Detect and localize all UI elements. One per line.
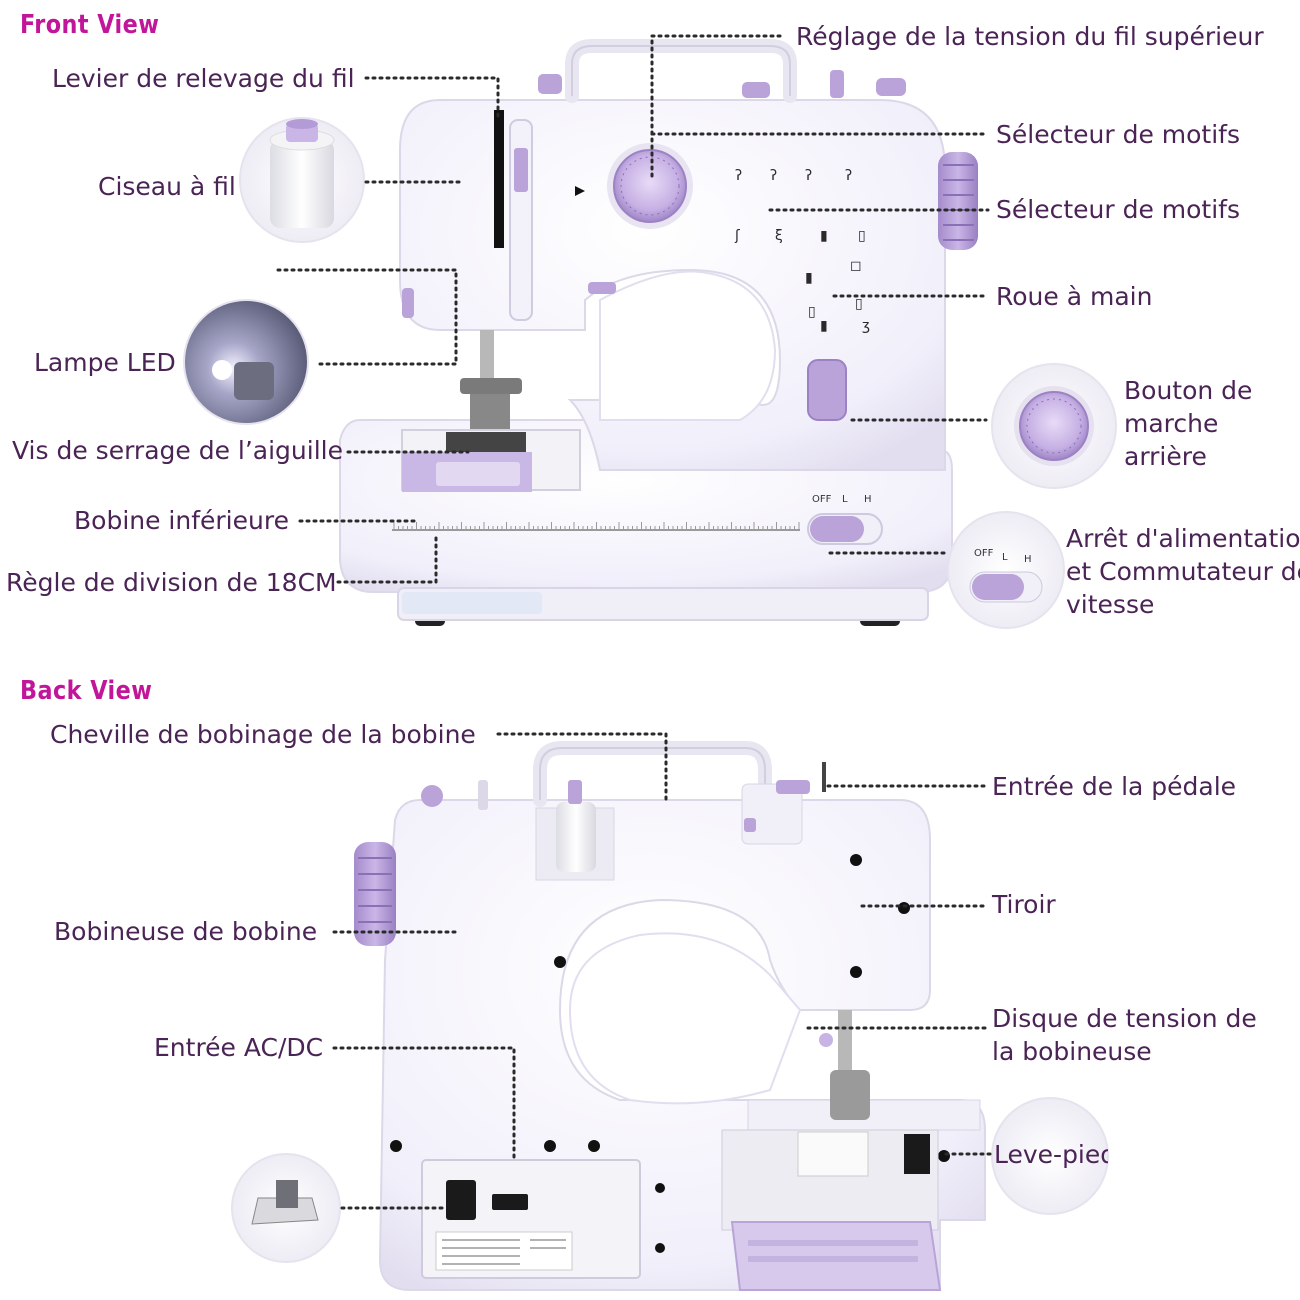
svg-text:ʔ: ʔ bbox=[845, 168, 852, 184]
svg-text:ξ: ξ bbox=[775, 228, 783, 244]
label-pedal-input: Entrée de la pédale bbox=[992, 772, 1237, 801]
label-18cm-ruler: Règle de division de 18CM bbox=[6, 568, 337, 597]
svg-text:ʔ: ʔ bbox=[770, 168, 777, 184]
svg-text:▮: ▮ bbox=[820, 318, 828, 334]
reverse-button-inset bbox=[991, 363, 1117, 489]
label-thread-cutter: Ciseau à fil bbox=[98, 172, 236, 201]
switch-off-mark: OFF bbox=[812, 494, 832, 505]
svg-text:▮: ▮ bbox=[820, 228, 828, 244]
switch-off-mark-inset: OFF bbox=[974, 548, 994, 559]
label-upper-thread-tension: Réglage de la tension du fil supérieur bbox=[796, 22, 1264, 51]
label-bobbin-winder: Bobineuse de bobine bbox=[54, 917, 318, 946]
label-pattern-selector-2: Sélecteur de motifs bbox=[996, 195, 1240, 224]
svg-text:▯: ▯ bbox=[858, 228, 866, 244]
label-ac-dc-input: Entrée AC/DC bbox=[154, 1033, 324, 1062]
front-view-title: Front View bbox=[20, 10, 160, 40]
svg-text:ʔ: ʔ bbox=[805, 168, 812, 184]
power-switch-inset: OFF L H bbox=[947, 511, 1065, 629]
back-machine bbox=[354, 741, 986, 1291]
label-power-speed-switch: Arrêt d'alimentation et Commutateur de v… bbox=[1066, 524, 1300, 619]
front-leader-lines bbox=[276, 34, 990, 584]
label-hand-wheel: Roue à main bbox=[996, 282, 1153, 311]
switch-low-mark: L bbox=[842, 494, 848, 505]
label-winder-tension-disc: Disque de tension de la bobineuse bbox=[992, 1004, 1257, 1066]
label-needle-clamp-screw: Vis de serrage de l’aiguille bbox=[12, 436, 343, 465]
thread-spool-inset bbox=[239, 117, 365, 243]
svg-text:▮: ▮ bbox=[805, 270, 813, 286]
label-spool-pin: Cheville de bobinage de la bobine bbox=[50, 720, 476, 749]
svg-text:▯: ▯ bbox=[808, 304, 816, 320]
svg-text:ʔ: ʔ bbox=[735, 168, 742, 184]
svg-text:◻: ◻ bbox=[850, 258, 862, 274]
label-thread-take-up-lever: Levier de relevage du fil bbox=[52, 64, 355, 93]
svg-text:ʃ: ʃ bbox=[734, 228, 740, 244]
back-view-title: Back View bbox=[20, 676, 153, 706]
switch-high-mark-inset: H bbox=[1024, 554, 1032, 565]
lift-foot-inset bbox=[991, 1097, 1109, 1215]
svg-text:ʒ: ʒ bbox=[862, 318, 870, 334]
back-leader-lines bbox=[332, 732, 996, 1210]
label-lower-bobbin: Bobine inférieure bbox=[74, 506, 289, 535]
label-reverse-button: Bouton de marche arrière bbox=[1124, 376, 1253, 471]
label-led-lamp: Lampe LED bbox=[34, 348, 176, 377]
label-pattern-selector-1: Sélecteur de motifs bbox=[996, 120, 1240, 149]
svg-text:▯: ▯ bbox=[855, 296, 863, 312]
label-drawer: Tiroir bbox=[992, 890, 1056, 919]
led-lamp-inset bbox=[183, 299, 309, 425]
switch-high-mark: H bbox=[864, 494, 872, 505]
label-presser-foot-lifter: Leve-pied bbox=[994, 1140, 1108, 1169]
switch-low-mark-inset: L bbox=[1002, 552, 1008, 563]
presser-foot-inset bbox=[231, 1153, 341, 1263]
